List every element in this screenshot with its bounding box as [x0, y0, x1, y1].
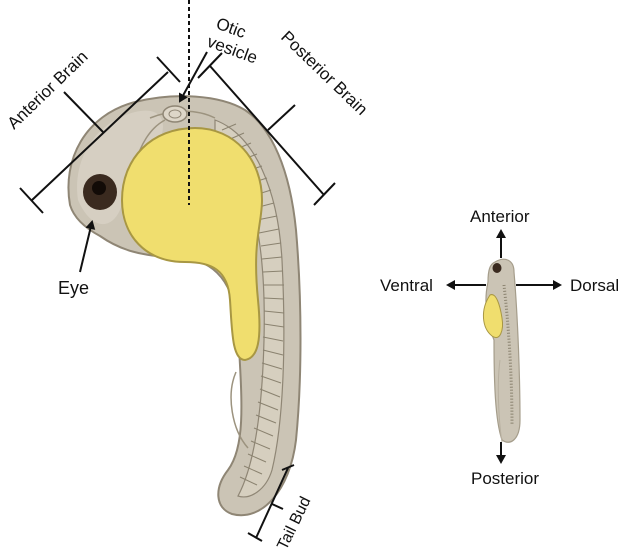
dorsal-label: Dorsal — [570, 276, 619, 295]
otic-vesicle-pointer — [178, 51, 208, 103]
eye-pointer — [79, 220, 96, 273]
yolk-sac — [120, 126, 264, 362]
tail-bud-bracket — [247, 464, 295, 542]
notochord — [214, 119, 285, 498]
orientation-embryo — [483, 258, 521, 443]
posterior-brain-bracket — [197, 52, 336, 206]
embryo-lateral-view — [67, 0, 302, 517]
tail-bud-label: Tail Bud — [274, 494, 314, 553]
posterior-brain-label: Posterior Brain — [277, 27, 371, 119]
tail-fin-fold — [230, 371, 249, 449]
otic-vesicle — [162, 105, 188, 123]
anterior-label: Anterior — [470, 207, 530, 226]
eye-lens — [92, 181, 106, 195]
anterior-brain-label: Anterior Brain — [4, 47, 92, 133]
otic-vesicle-inner — [168, 109, 182, 119]
small-embryo-fin — [497, 359, 503, 443]
small-eye — [492, 263, 502, 273]
tail-bud-tick — [271, 503, 284, 510]
ventral-label: Ventral — [380, 276, 433, 295]
anterior-brain-tick — [63, 91, 104, 133]
eye-label: Eye — [58, 278, 89, 298]
small-yolk-sac — [483, 294, 503, 338]
small-embryo-body — [485, 258, 521, 443]
small-embryo-notochord — [502, 284, 514, 426]
posterior-label: Posterior — [471, 469, 539, 488]
posterior-brain-tick — [267, 104, 296, 131]
anterior-brain-bracket — [19, 56, 181, 214]
